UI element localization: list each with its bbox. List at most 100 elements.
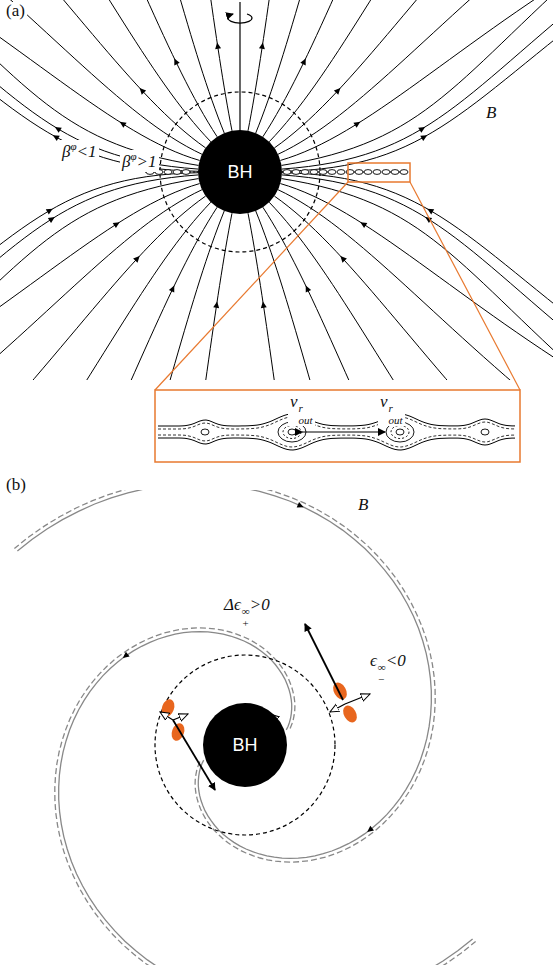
field-line <box>280 184 553 380</box>
script-stack: rout <box>389 403 403 426</box>
field-line <box>0 0 200 160</box>
arrowhead <box>55 127 62 133</box>
arrowhead <box>297 502 304 507</box>
field-line <box>274 196 538 380</box>
label-text: ∞ <box>378 662 386 674</box>
field-line <box>174 213 232 380</box>
field-line <box>0 0 198 169</box>
rotation-axis <box>239 2 240 132</box>
sheet-line <box>158 414 515 426</box>
label-text: <1 <box>77 142 97 161</box>
label-text: ∞ <box>242 606 250 618</box>
label-text: φ <box>70 140 76 152</box>
label-text: (a) <box>6 1 25 20</box>
plasmoid <box>400 170 408 175</box>
label-text: − <box>378 674 386 686</box>
label: (a) <box>4 2 27 21</box>
arrowhead <box>360 222 367 228</box>
spiral-field-lines <box>14 490 475 965</box>
plasmoid <box>173 170 181 175</box>
label-text: v <box>290 392 298 411</box>
node-text: BH <box>232 735 257 756</box>
field-line <box>0 0 199 165</box>
field-line <box>274 0 538 148</box>
arrowhead <box>213 301 219 308</box>
label-text: out <box>299 415 313 427</box>
dashed-circle <box>155 655 335 835</box>
label: B <box>484 104 498 123</box>
plasmoid <box>182 170 190 175</box>
dashed-circle <box>160 92 320 252</box>
field-line <box>282 0 553 169</box>
black-hole: BH <box>198 130 282 214</box>
script-stack: ∞+ <box>242 606 250 629</box>
field-line <box>278 0 553 154</box>
arrowhead <box>340 256 346 263</box>
plasmoid <box>310 170 318 175</box>
plasmoid <box>382 170 390 175</box>
plasmoid-contour <box>201 429 209 435</box>
arrowhead <box>306 286 311 293</box>
outflow-arrow <box>302 431 385 432</box>
field-line <box>282 0 553 171</box>
arrowhead <box>53 135 60 141</box>
arrowhead <box>215 43 221 50</box>
label-text: β <box>122 152 130 171</box>
field-line <box>248 0 306 131</box>
label-text: φ <box>130 150 136 162</box>
arrowhead <box>427 209 434 215</box>
arrowhead <box>46 209 53 215</box>
label: vrout <box>378 393 405 426</box>
label-text: r <box>299 403 313 415</box>
label-text: >0 <box>250 595 270 614</box>
arrowhead <box>140 88 146 95</box>
black-hole: BH <box>203 703 287 787</box>
label: βφ<1 <box>60 140 99 162</box>
plasmoid <box>164 170 172 175</box>
sheet-line <box>158 438 515 450</box>
field-line <box>0 175 198 374</box>
plasmoid <box>301 170 309 175</box>
spiral-field-line <box>55 628 476 965</box>
plasmoid <box>328 170 336 175</box>
label-text: r <box>389 403 403 415</box>
field-line <box>280 0 553 160</box>
spiral-field-line <box>59 632 473 965</box>
plasmoid <box>292 170 300 175</box>
label-text: v <box>380 392 388 411</box>
plasmoid-contour <box>481 429 489 435</box>
field-line <box>110 0 224 133</box>
plasmoid <box>355 170 363 175</box>
inset-box <box>155 390 520 462</box>
label: (b) <box>4 476 28 495</box>
field-line <box>256 0 370 133</box>
field-line <box>282 175 553 374</box>
sheet-line <box>158 417 515 429</box>
label: ϵ∞−<0 <box>368 652 408 685</box>
arrowhead <box>261 301 267 308</box>
field-line <box>0 184 200 380</box>
script-stack: ∞− <box>378 662 386 685</box>
arrowhead <box>174 58 179 65</box>
label-text: ϵ <box>370 651 377 670</box>
arrowhead <box>334 88 340 95</box>
field-line <box>269 0 488 142</box>
plasmoid <box>319 170 327 175</box>
plasmoid <box>373 170 381 175</box>
field-line <box>0 196 206 380</box>
arrowhead <box>120 122 127 128</box>
arrowhead <box>420 135 427 141</box>
arrowhead <box>169 286 174 293</box>
label-text: Δϵ <box>224 595 241 614</box>
field-line <box>263 0 431 137</box>
label-text: B <box>358 495 368 514</box>
label-text: out <box>389 415 403 427</box>
plasmoid-contour <box>391 426 409 439</box>
field-line <box>49 207 217 380</box>
field-line <box>269 202 488 380</box>
plasmoid-contour <box>396 429 404 435</box>
field-line <box>49 0 217 137</box>
field-line <box>256 211 370 380</box>
arrowhead <box>259 43 265 50</box>
arrowhead <box>418 127 425 133</box>
